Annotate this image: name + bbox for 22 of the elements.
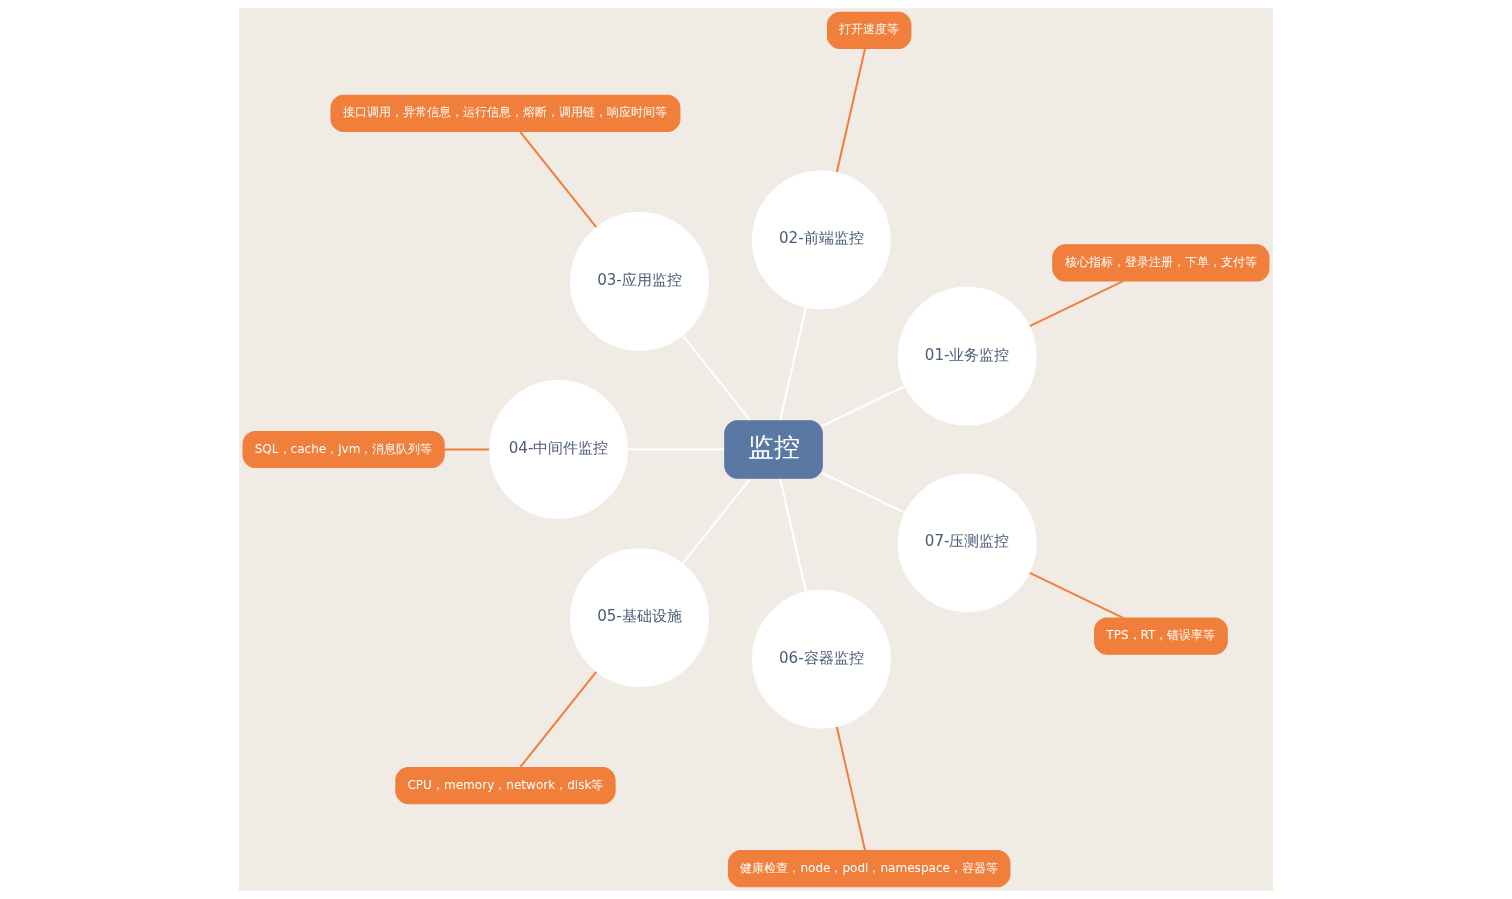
- node-circle: 01-业务监控: [897, 286, 1037, 426]
- node-circle: 05-基础设施: [570, 548, 709, 687]
- node-circle: 06-容器监控: [751, 589, 891, 729]
- node-box: 监控: [724, 420, 823, 479]
- node-circle: 04-中间件监控: [489, 380, 628, 519]
- connector: [519, 671, 598, 768]
- connector: [821, 385, 906, 427]
- node-box: 接口调用，异常信息，运行信息，熔断，调用链，响应时间等: [330, 94, 681, 132]
- connector: [519, 131, 598, 228]
- connector: [444, 448, 490, 451]
- node-circle: 07-压测监控: [897, 473, 1037, 613]
- node-box: SQL，cache，jvm，消息队列等: [242, 430, 445, 469]
- node-circle: 03-应用监控: [570, 212, 709, 351]
- node-circle: 02-前端监控: [751, 170, 891, 310]
- connector: [835, 48, 866, 173]
- node-box: 核心指标，登录注册，下单，支付等: [1052, 244, 1270, 282]
- connector: [821, 472, 906, 514]
- node-box: 健康检查，node，podl，namespace，容器等: [727, 850, 1011, 888]
- node-box: TPS，RT，错误率等: [1094, 617, 1228, 655]
- connector: [835, 726, 866, 851]
- node-box: 打开速度等: [826, 11, 912, 49]
- node-box: CPU，memory，network，disk等: [395, 767, 616, 805]
